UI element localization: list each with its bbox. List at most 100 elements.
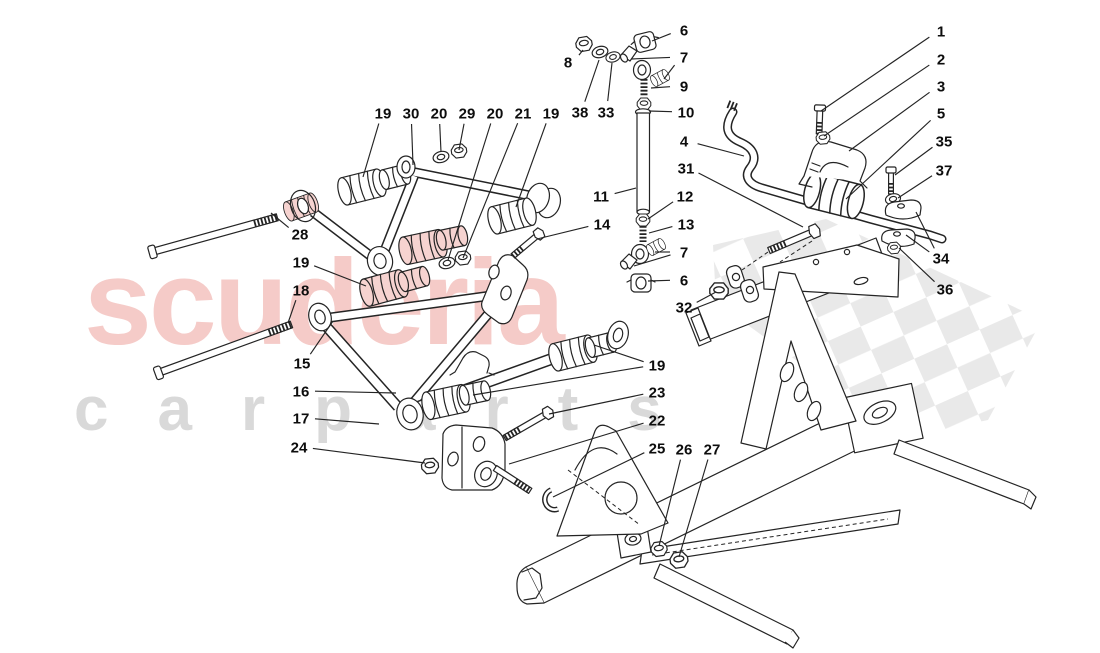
callout-leader-6 [647,279,671,282]
callout-leader-5 [845,119,932,200]
callout-leader-7 [630,56,671,60]
bolt-23 [502,405,555,442]
callout-leader-28 [270,212,290,228]
frame-ear-bracket [725,265,760,303]
callout-label-19: 19 [649,358,666,375]
callout-leader-24 [312,447,426,464]
bolt-18 [152,320,294,381]
bolt-14 [510,227,546,259]
drop-link [574,29,672,293]
callout-leader-19 [362,123,380,178]
callout-label-38: 38 [572,105,589,122]
callout-label-37: 37 [936,163,953,180]
bar-bolt-35 [885,166,897,195]
callout-leader-13 [648,226,673,234]
callout-label-21: 21 [515,106,532,123]
callout-leader-26 [658,459,682,547]
callout-leader-14 [536,225,589,240]
callout-label-23: 23 [649,385,666,402]
callout-label-17: 17 [293,411,310,428]
callout-leader-1 [820,36,930,112]
callout-label-33: 33 [598,105,615,122]
callout-leader-7 [663,64,676,80]
callout-label-20: 20 [431,106,448,123]
callout-leader-11 [614,187,637,195]
callout-label-3: 3 [937,79,945,96]
callout-label-6: 6 [680,273,688,290]
callout-label-18: 18 [293,283,310,300]
callout-label-29: 29 [459,106,476,123]
callout-leader-8 [578,49,584,56]
wishbone-handle [449,351,495,376]
callout-leader-19 [313,265,367,287]
callout-leader-2 [823,64,930,137]
callout-label-10: 10 [678,105,695,122]
callout-label-22: 22 [649,413,666,430]
callout-label-28: 28 [292,227,309,244]
callout-label-5: 5 [937,106,945,123]
callout-label-19: 19 [543,106,560,123]
callout-leader-35 [894,146,933,176]
clevis-bracket [420,405,560,513]
callout-leader-19 [593,344,644,363]
callout-leader-27 [678,459,709,558]
callout-leader-20 [447,123,492,261]
upper-wishbone [280,142,562,277]
callout-leader-17 [314,418,380,425]
callout-label-27: 27 [704,442,721,459]
callout-label-4: 4 [680,134,689,151]
callout-label-13: 13 [678,217,695,234]
bolt-28 [147,213,279,260]
callout-leader-37 [897,175,933,199]
callout-leader-19 [472,366,644,396]
frame-brace-lower [653,563,794,645]
callout-label-7: 7 [680,245,688,262]
callout-leader-6 [651,33,671,42]
callout-leader-7 [633,254,671,267]
callout-leader-10 [648,110,673,113]
callout-label-20: 20 [487,106,504,123]
callout-label-9: 9 [680,79,688,96]
callout-leader-33 [607,62,613,102]
callout-leader-31 [698,172,804,228]
frame-tower-left [556,424,669,537]
callout-label-36: 36 [937,282,954,299]
callout-label-11: 11 [593,189,609,206]
callout-leader-30 [410,123,414,166]
callout-label-25: 25 [649,441,666,458]
callout-leader-34 [915,211,935,249]
watermark-subtitle: carparts [74,375,711,444]
callout-label-1: 1 [937,24,945,41]
anti-roll-bar [723,100,947,255]
callout-label-26: 26 [676,442,693,459]
callout-leader-36 [898,247,935,283]
callout-label-7: 7 [680,50,688,67]
callout-label-16: 16 [293,384,310,401]
callout-leader-34 [905,234,930,253]
callout-leader-16 [314,390,397,394]
callout-leader-3 [848,91,930,152]
pivot-bolts [147,213,294,381]
bar-bracket [803,140,867,182]
callout-label-19: 19 [293,255,310,272]
callout-leader-22 [508,422,644,465]
callout-leader-32 [696,291,717,303]
bar-bolt-31 [767,223,821,255]
clevis-pin [492,464,533,494]
callout-leader-20 [439,123,442,153]
callout-label-30: 30 [403,106,420,123]
callout-label-8: 8 [564,55,572,72]
callout-leader-38 [584,59,600,102]
callout-label-19: 19 [375,106,392,123]
callout-label-32: 32 [676,300,693,317]
callout-leader-29 [458,123,465,151]
callout-label-34: 34 [933,251,950,268]
frame-nut-32 [709,282,729,300]
callout-leader-12 [647,201,674,220]
callout-leader-18 [287,300,297,324]
callout-leader-4 [697,143,745,157]
callout-leader-19 [515,123,547,208]
